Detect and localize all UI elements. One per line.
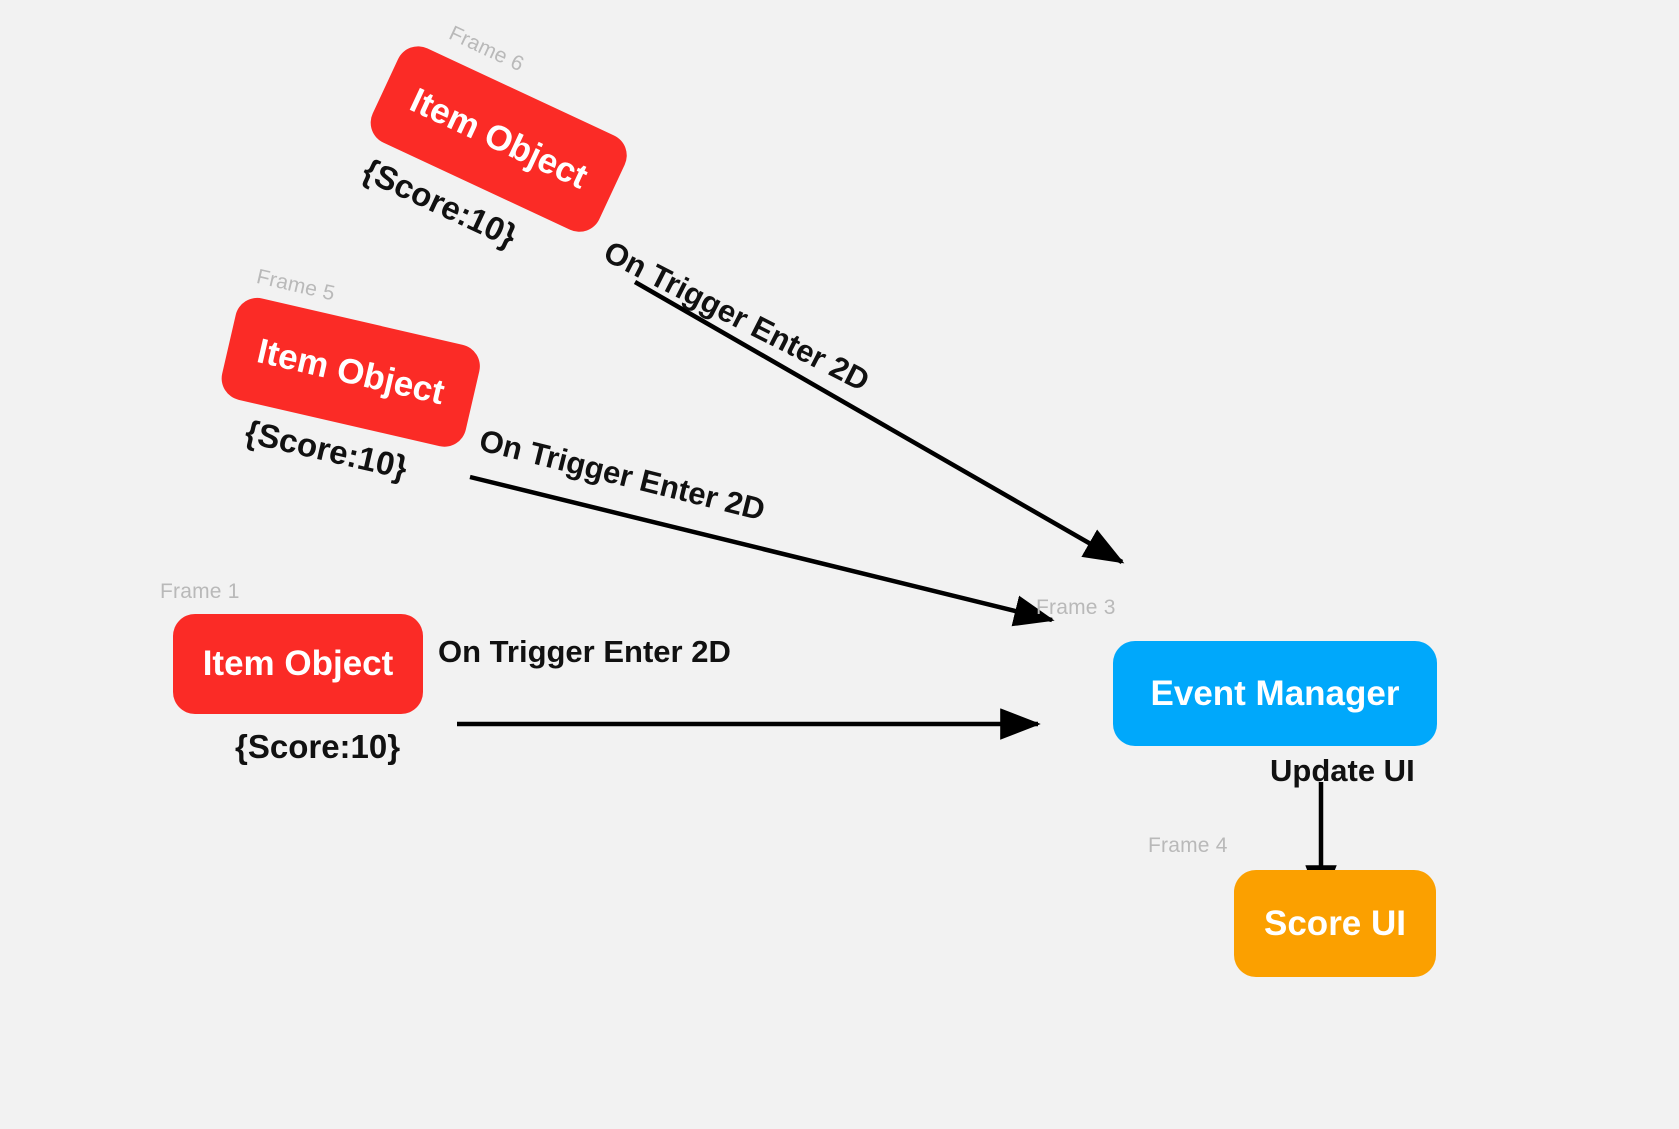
arrow-frame6-to-event-manager [633, 280, 1125, 564]
edge-label-frame1-to-event-manager: On Trigger Enter 2D [438, 634, 731, 669]
node-frame4[interactable]: Frame 4 Score UI [1148, 834, 1448, 1044]
item-object-label-frame5: Item Object [253, 331, 449, 413]
frame-label-frame3: Frame 3 [1036, 596, 1116, 619]
score-ui-label: Score UI [1264, 903, 1406, 943]
node-frame1[interactable]: Frame 1 Item Object {Score:10} [160, 580, 460, 790]
score-annotation-frame1: {Score:10} [235, 728, 401, 765]
event-manager-box[interactable]: Event Manager [1113, 641, 1437, 746]
edge-label-update-ui: Update UI [1270, 753, 1415, 788]
edge-label-frame6-to-event-manager: On Trigger Enter 2D [598, 233, 876, 399]
item-object-box-frame1[interactable]: Item Object [173, 614, 423, 714]
node-frame3[interactable]: Frame 3 Event Manager [1036, 596, 1456, 756]
edge-label-frame5-to-event-manager: On Trigger Enter 2D [475, 422, 769, 528]
frame-label-frame1: Frame 1 [160, 580, 240, 603]
event-manager-label: Event Manager [1150, 673, 1400, 713]
score-ui-box[interactable]: Score UI [1234, 870, 1436, 977]
frame-label-frame4: Frame 4 [1148, 834, 1228, 857]
item-object-label-frame1: Item Object [202, 644, 394, 683]
